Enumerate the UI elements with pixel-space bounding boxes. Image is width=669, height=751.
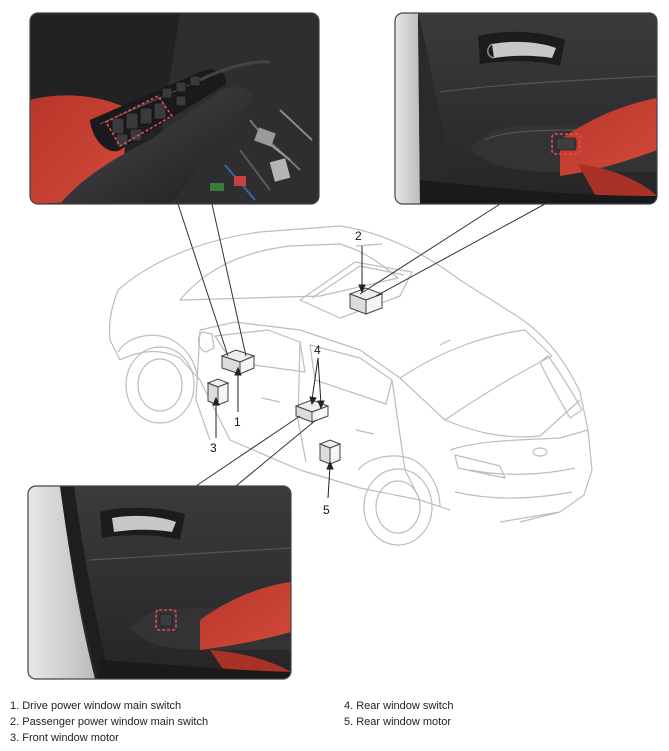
callout-number-4: 4 — [314, 343, 321, 357]
legend-item-3: 3. Front window motor — [10, 732, 119, 744]
legend-left: 1. Drive power window main switch 2. Pas… — [10, 698, 208, 746]
component-box-front-motor — [206, 378, 230, 406]
legend-item-4: 4. Rear window switch — [344, 700, 454, 712]
callout-arrows — [212, 246, 366, 499]
photo-inset-driver-switch — [29, 12, 320, 205]
diagram-canvas: 1 2 3 4 5 — [27, 12, 658, 680]
photo-inset-passenger-switch — [394, 12, 658, 205]
component-box-rear-switch — [294, 399, 330, 423]
legend-item-1: 1. Drive power window main switch — [10, 700, 182, 712]
legend-item-5: 5. Rear window motor — [344, 716, 451, 728]
leader-lines — [177, 203, 546, 487]
callout-number-3: 3 — [210, 441, 217, 455]
component-box-rear-motor — [318, 439, 342, 465]
callout-number-2: 2 — [355, 229, 362, 243]
callout-number-5: 5 — [323, 503, 330, 517]
component-box-passenger-switch — [348, 287, 384, 315]
legend-item-2: 2. Passenger power window main switch — [10, 716, 209, 728]
car-outline — [108, 225, 593, 546]
callout-number-1: 1 — [234, 415, 241, 429]
legend-right: 4. Rear window switch 5. Rear window mot… — [344, 698, 453, 730]
photo-inset-rear-switch — [27, 485, 292, 680]
